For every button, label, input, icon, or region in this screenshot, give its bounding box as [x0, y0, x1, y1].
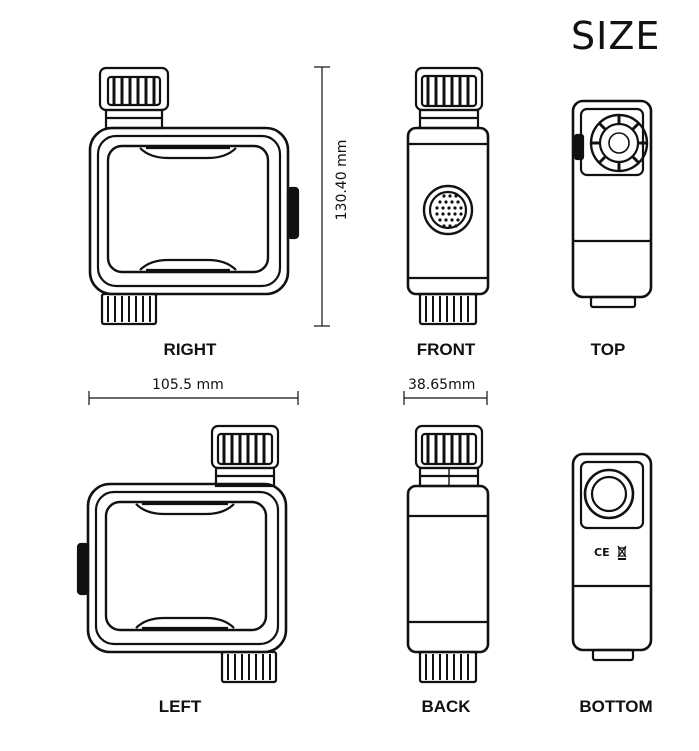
top-view-label: TOP [590, 340, 626, 359]
left-view-label: LEFT [158, 697, 202, 716]
back-view-drawing [406, 424, 490, 684]
height-dimension-line [314, 66, 330, 327]
ce-mark-icon: CE [594, 546, 610, 559]
right-view-drawing [88, 66, 300, 326]
width-dimension-line [88, 391, 299, 405]
ce-mark-text: CE [594, 546, 610, 559]
height-dimension-label: 130.40 mm [334, 139, 350, 221]
page-title: SIZE [571, 14, 661, 58]
weee-bin-icon [617, 545, 627, 560]
left-view-drawing [76, 424, 288, 684]
right-view-label: RIGHT [163, 340, 217, 359]
width-dimension-label: 105.5 mm [152, 377, 224, 393]
bottom-view-drawing [571, 452, 653, 662]
front-view-label: FRONT [416, 340, 476, 359]
bottom-view-label: BOTTOM [579, 697, 653, 716]
front-view-drawing [406, 66, 490, 326]
depth-dimension-line [403, 391, 488, 405]
back-view-label: BACK [421, 697, 471, 716]
top-view-drawing [571, 99, 653, 309]
depth-dimension-label: 38.65mm [408, 377, 476, 393]
